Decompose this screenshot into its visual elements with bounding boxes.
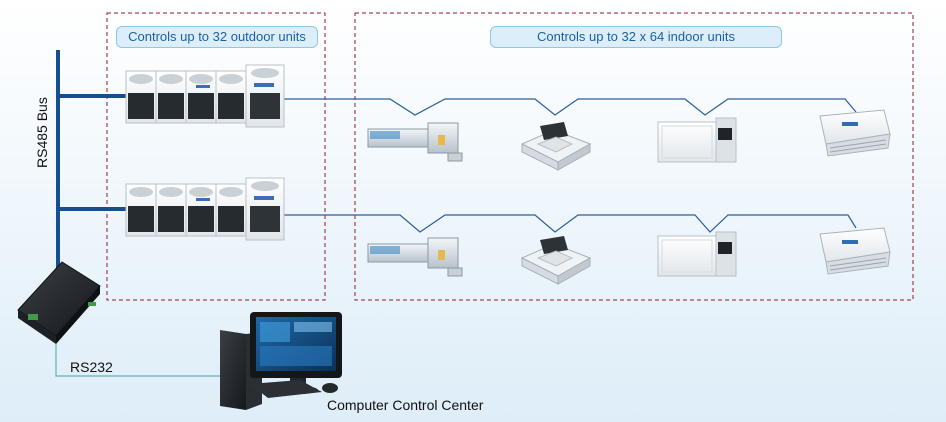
outdoor-group-title: Controls up to 32 outdoor units — [116, 26, 318, 48]
indoor-group-frame — [354, 12, 914, 301]
rs485-bus-label: RS485 Bus — [34, 97, 50, 168]
indoor-cabinet-unit-top — [657, 117, 737, 163]
indoor-cassette-unit-top — [521, 121, 591, 171]
wire-row-top — [278, 98, 857, 116]
gateway-device — [17, 261, 101, 344]
indoor-cassette-unit-bottom — [521, 235, 591, 285]
outdoor-group-frame — [106, 12, 326, 301]
indoor-duct-unit-bottom — [367, 237, 463, 277]
indoor-duct-unit-top — [367, 122, 463, 162]
rs232-line — [55, 330, 222, 377]
wire-row-bottom — [278, 214, 857, 233]
computer-workstation — [220, 312, 342, 410]
computer-control-center-label: Computer Control Center — [327, 397, 484, 413]
indoor-group-title: Controls up to 32 x 64 indoor units — [490, 26, 782, 48]
outdoor-unit-bottom — [125, 177, 285, 241]
indoor-cabinet-unit-bottom — [657, 231, 737, 277]
rs232-label: RS232 — [70, 359, 113, 375]
indoor-ceiling-unit-bottom — [819, 227, 891, 275]
indoor-ceiling-unit-top — [819, 109, 891, 157]
outdoor-unit-top — [125, 64, 285, 128]
